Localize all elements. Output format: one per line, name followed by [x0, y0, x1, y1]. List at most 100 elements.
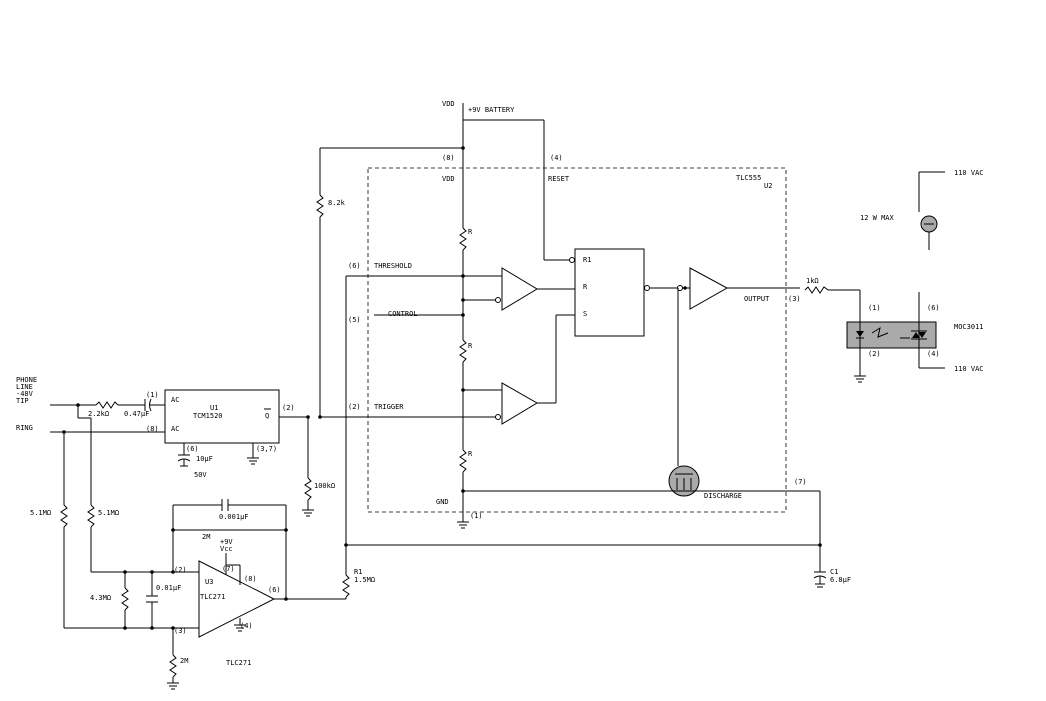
- cap-0-01uf: [146, 572, 158, 628]
- ff-r-label: R: [583, 283, 588, 291]
- discharge-pin7: (7): [794, 478, 807, 486]
- lamp-label: 12 W MAX: [860, 214, 895, 222]
- tcm-pin37: (3,7): [256, 445, 277, 453]
- trigger-comparator: [495, 314, 575, 425]
- divider-resistor-bot: [459, 449, 467, 522]
- divider-resistor-mid: [459, 339, 467, 450]
- divider-resistor-top: [459, 227, 467, 340]
- control-pin5: (5): [348, 316, 361, 324]
- battery-label: +9V BATTERY: [468, 106, 515, 114]
- tlc555-package-outline: [367, 167, 787, 513]
- gnd-symbol-opamp: [234, 618, 246, 632]
- divider-r-mid-label: R: [468, 342, 473, 350]
- ff-s-label: S: [583, 310, 587, 318]
- r-43-label: 4.3MΩ: [90, 594, 111, 602]
- phone-label-1: PHONE: [16, 376, 37, 384]
- tcm-pin2: (2): [282, 404, 295, 412]
- ff-r1-label: R1: [583, 256, 591, 264]
- opamp-vcc2: Vcc: [220, 545, 233, 553]
- cap-10uf-label: 10µF: [196, 455, 213, 463]
- discharge-label: DISCHARGE: [704, 492, 742, 500]
- r-51a-label: 5.1MΩ: [30, 509, 51, 517]
- divider-r-bot-label: R: [468, 450, 473, 458]
- moc-pin1: (1): [868, 304, 881, 312]
- resistor-2m-bottom: [167, 628, 179, 690]
- flip-flop: [574, 248, 645, 337]
- gnd-label: GND: [436, 498, 449, 506]
- vac-bot-label: 110 VAC: [954, 365, 984, 373]
- tlc555-ref: U2: [764, 182, 772, 190]
- resistor-4m3: [121, 572, 129, 628]
- r-100k-label: 100kΩ: [314, 482, 335, 490]
- ring-label: RING: [16, 424, 33, 432]
- tcm-qbar: Q: [265, 412, 269, 420]
- c-01-label: 0.01µF: [156, 584, 181, 592]
- opamp-name-bottom: TLC271: [226, 659, 251, 667]
- r-2m-bot-label: 2M: [180, 657, 188, 665]
- phone-label-3: -48V: [16, 390, 34, 398]
- vdd-rail: [319, 103, 570, 261]
- tlc555-reset-label: RESET: [548, 175, 570, 183]
- c1-ref: C1: [830, 568, 838, 576]
- r-8k2-label: 8.2k: [328, 199, 346, 207]
- tlc555-pin4: (4): [550, 154, 563, 162]
- gnd-symbol-moc: [854, 348, 866, 383]
- trigger-pin2: (2): [348, 403, 361, 411]
- opamp-pin7: (7): [222, 565, 235, 573]
- r-tip-label: 2.2kΩ: [88, 410, 109, 418]
- r1-ref: R1: [354, 568, 362, 576]
- moc-pin6: (6): [927, 304, 940, 312]
- tcm-pin8: (8): [146, 425, 159, 433]
- resistor-8k2: [316, 194, 324, 417]
- vac-top-label: 110 VAC: [954, 169, 984, 177]
- resistor-1k: [804, 286, 861, 322]
- opamp-pin6: (6): [268, 586, 281, 594]
- opamp-name: TLC271: [200, 593, 225, 601]
- cap-50v-label: 50V: [194, 471, 207, 479]
- trigger-label: TRIGGER: [374, 403, 404, 411]
- output-buffer: [683, 267, 800, 310]
- vdd-top-label: VDD: [442, 100, 455, 108]
- r1-val: 1.5MΩ: [354, 576, 375, 584]
- output-pin3: (3): [788, 295, 801, 303]
- opamp-ref: U3: [205, 578, 213, 586]
- threshold-pin6: (6): [348, 262, 361, 270]
- tcm-ac1: AC: [171, 396, 179, 404]
- tcm-ref: U1: [210, 404, 218, 412]
- moc-name: MOC3011: [954, 323, 984, 331]
- moc3011-led: [856, 322, 889, 348]
- threshold-comparator: [495, 267, 575, 311]
- tlc555-vdd-label: VDD: [442, 175, 455, 183]
- resistor-r1: [342, 566, 350, 599]
- tcm-name: TCM1520: [193, 412, 223, 420]
- gnd-pin1: (1): [470, 512, 483, 520]
- tcm-pin1: (1): [146, 391, 159, 399]
- moc3011-triac: [900, 322, 927, 348]
- phone-label-2: LINE: [16, 383, 33, 391]
- tlc555-name: TLC555: [736, 174, 761, 182]
- gnd-symbol-tcm: [247, 443, 259, 465]
- opamp-pin3: (3): [174, 627, 187, 635]
- opamp-pin4: (4): [240, 622, 253, 630]
- tip-label: TIP: [16, 397, 29, 405]
- tcm-ac2: AC: [171, 425, 179, 433]
- c-tip-label: 0.47µF: [124, 410, 149, 418]
- opamp-pin2: (2): [174, 566, 187, 574]
- c1-val: 6.8µF: [830, 576, 851, 584]
- r-2m-top-label: 2M: [202, 533, 210, 541]
- cap-c1: [813, 571, 827, 588]
- discharge-transistor: [463, 288, 820, 497]
- output-label: OUTPUT: [744, 295, 770, 303]
- resistor-5m1-b: [87, 504, 95, 572]
- control-label: CONTROL: [388, 310, 418, 318]
- resistor-5m1-a: [60, 504, 68, 628]
- opamp-pin8: (8): [244, 575, 257, 583]
- r-1k-label: 1kΩ: [806, 277, 819, 285]
- tlc555-pin8: (8): [442, 154, 455, 162]
- divider-r-top-label: R: [468, 228, 473, 236]
- threshold-label: THRESHOLD: [374, 262, 412, 270]
- cap-10uf: [177, 443, 191, 467]
- c-001-label: 0.001µF: [219, 513, 249, 521]
- r-51b-label: 5.1MΩ: [98, 509, 119, 517]
